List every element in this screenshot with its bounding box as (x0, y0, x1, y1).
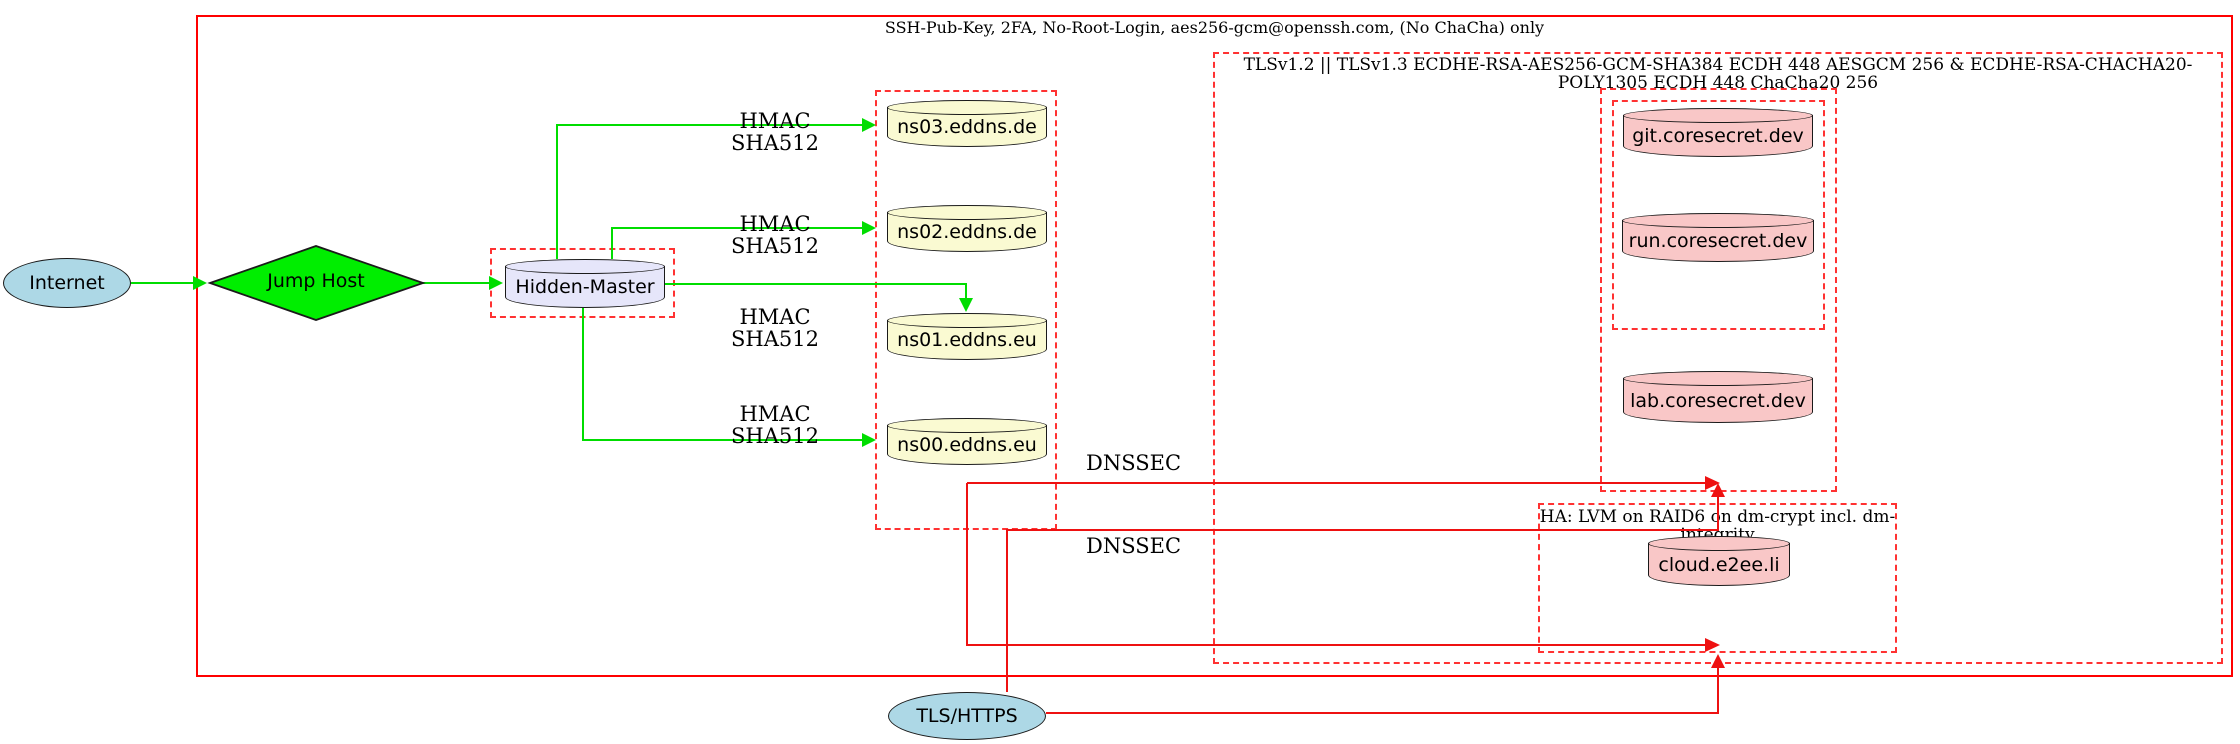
arrowhead-ns03 (862, 118, 876, 132)
edge-dnssec-ha (966, 483, 1705, 646)
cloud-label: cloud.e2ee.li (1658, 553, 1780, 576)
cylinder-lid (1648, 536, 1790, 551)
ns03-node: ns03.eddns.de (887, 100, 1047, 147)
hmac-label-ns03: HMAC SHA512 (731, 109, 819, 155)
ssh-cluster-box (196, 15, 2233, 677)
cylinder-lid (887, 313, 1047, 328)
edge-hiddenmaster-ns03 (556, 124, 862, 259)
ns01-node: ns01.eddns.eu (887, 313, 1047, 360)
hidden-master-node: Hidden-Master (505, 259, 665, 308)
cylinder-lid (1623, 371, 1813, 386)
arrowhead-ns02 (862, 221, 876, 235)
edge-tlshttps-ha (1046, 668, 1719, 714)
jump-host-label: Jump Host (267, 270, 365, 292)
cylinder-lid (1623, 108, 1813, 123)
ns00-node: ns00.eddns.eu (887, 418, 1047, 465)
jump-host-shape (207, 245, 426, 321)
ns02-node: ns02.eddns.de (887, 205, 1047, 252)
arrowhead-dnssec-ha (1705, 638, 1720, 652)
lab-node: lab.coresecret.dev (1623, 371, 1813, 423)
ns03-label: ns03.eddns.de (897, 116, 1037, 138)
cylinder-lid (887, 100, 1047, 115)
arrowhead-ns00 (862, 433, 876, 447)
ssh-cluster-title: SSH-Pub-Key, 2FA, No-Root-Login, aes256-… (884, 18, 1545, 37)
internet-label: Internet (29, 272, 105, 294)
coresecret-inner-cluster-box (1612, 100, 1825, 330)
cylinder-lid (1622, 213, 1814, 228)
hmac-label-ns02: HMAC SHA512 (731, 212, 819, 258)
hidden-master-label: Hidden-Master (515, 276, 655, 298)
dnssec-label-1: DNSSEC (1086, 451, 1182, 475)
arrowhead-tlshttps-coresecret (1711, 483, 1725, 497)
arrowhead-dnssec-coresecret (1705, 476, 1720, 490)
hmac-label-ns01: HMAC SHA512 (731, 305, 819, 351)
dnssec-label-2: DNSSEC (1086, 534, 1182, 558)
arrowhead-jumphost (193, 276, 207, 290)
edge-hiddenmaster-ns00 (582, 308, 862, 441)
cylinder-lid (887, 205, 1047, 220)
tls-cluster-title: TLSv1.2 || TLSv1.3 ECDHE-RSA-AES256-GCM-… (1243, 55, 2193, 93)
lab-label: lab.coresecret.dev (1630, 389, 1806, 412)
tls-https-node: TLS/HTTPS (888, 692, 1046, 740)
edge-hiddenmaster-ns02 (611, 227, 862, 259)
run-node: run.coresecret.dev (1622, 213, 1814, 262)
git-label: git.coresecret.dev (1632, 125, 1804, 147)
run-label: run.coresecret.dev (1628, 230, 1808, 252)
git-node: git.coresecret.dev (1623, 108, 1813, 157)
ns00-label: ns00.eddns.eu (897, 434, 1037, 456)
tls-https-label: TLS/HTTPS (916, 705, 1018, 727)
cloud-node: cloud.e2ee.li (1648, 536, 1790, 586)
edge-tlshttps-coresecret (1006, 497, 1719, 692)
cylinder-lid (887, 418, 1047, 433)
ns01-label: ns01.eddns.eu (897, 329, 1037, 351)
hmac-label-ns00: HMAC SHA512 (731, 402, 819, 448)
arrowhead-hiddenmaster (489, 276, 503, 290)
ns02-label: ns02.eddns.de (897, 221, 1037, 243)
edge-hiddenmaster-ns01 (665, 283, 967, 298)
cylinder-lid (505, 259, 665, 274)
arrowhead-tlshttps-ha (1711, 654, 1725, 668)
internet-node: Internet (3, 258, 131, 308)
arrowhead-ns01 (959, 298, 973, 312)
